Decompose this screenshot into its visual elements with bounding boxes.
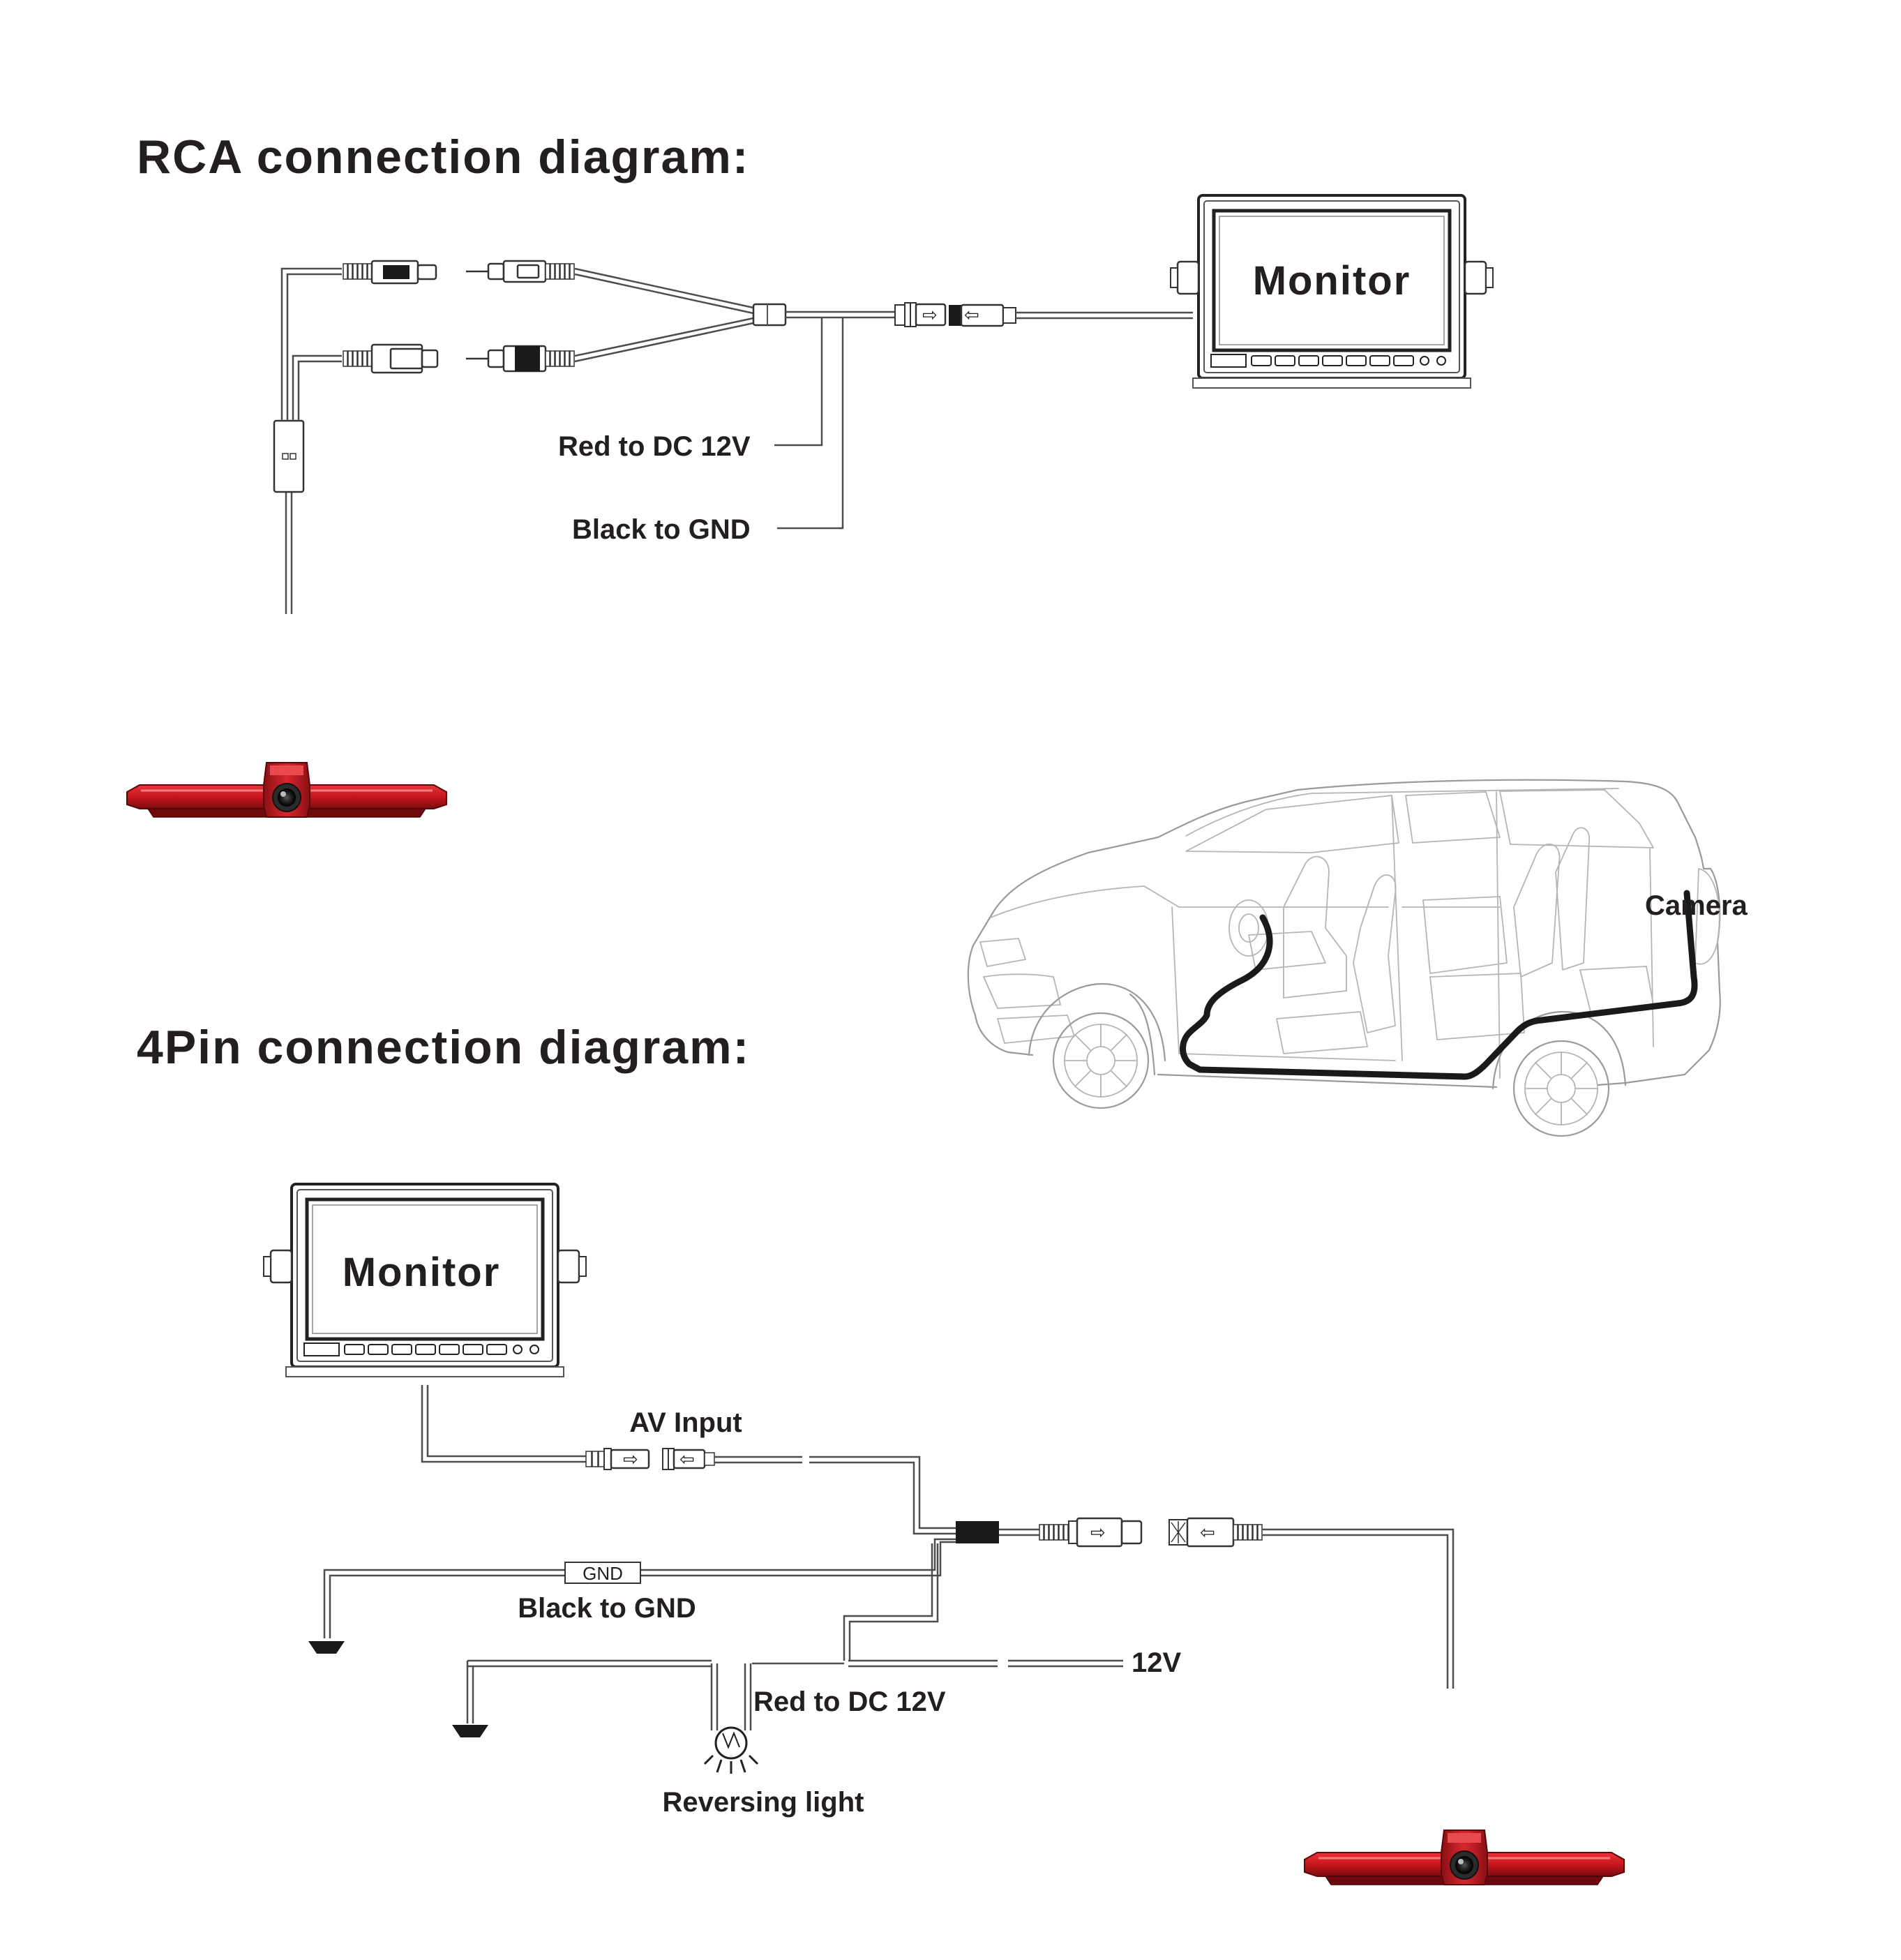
car-illustration: Camera xyxy=(967,779,1748,1137)
reversing-light-label: Reversing light xyxy=(663,1787,864,1818)
svg-text:⇨: ⇨ xyxy=(922,304,938,325)
svg-text:⇨: ⇨ xyxy=(1090,1522,1106,1543)
ground-symbol-2 xyxy=(452,1725,488,1737)
gnd-tag xyxy=(564,1562,641,1584)
svg-text:⇦: ⇦ xyxy=(964,304,979,325)
rca-female-connector-top xyxy=(343,260,437,285)
rca-red-label: Red to DC 12V xyxy=(558,431,751,462)
svg-text:⇦: ⇦ xyxy=(679,1449,695,1469)
rca-junction-box xyxy=(273,419,305,493)
av-input-label: AV Input xyxy=(629,1407,742,1438)
camera-brake-light-bottom xyxy=(1303,1829,1625,1886)
av-input-connector-female: ⇦ xyxy=(662,1448,715,1470)
fourpin-connector-female: ⇦ xyxy=(1169,1517,1263,1548)
camera-label: Camera xyxy=(1645,890,1748,921)
rca-heading: RCA connection diagram: xyxy=(137,130,749,184)
svg-text:⇨: ⇨ xyxy=(623,1449,638,1469)
camera-cable-route xyxy=(1180,890,1698,1080)
rca-male-connector-top xyxy=(466,260,575,283)
rca-wiring: ⇨ ⇦ Red to DC 12V Black to GND xyxy=(273,260,1193,614)
ground-symbol-1 xyxy=(308,1641,345,1654)
monitor-bottom: Monitor xyxy=(264,1184,586,1377)
monitor-top-label: Monitor xyxy=(1253,258,1411,304)
fourpin-black-label: Black to GND xyxy=(518,1593,696,1624)
fourpin-heading: 4Pin connection diagram: xyxy=(137,1021,750,1074)
rca-aviation-connector-female: ⇦ xyxy=(949,304,1016,327)
rca-female-connector-bottom xyxy=(343,343,439,374)
fourpin-connector-male: ⇨ xyxy=(1039,1517,1143,1548)
monitor-top: Monitor xyxy=(1171,195,1493,388)
rca-aviation-connector-male: ⇨ xyxy=(894,302,947,327)
fourpin-junction xyxy=(956,1521,999,1543)
fourpin-red-label: Red to DC 12V xyxy=(753,1686,946,1717)
camera-brake-light-top xyxy=(126,761,448,818)
rca-male-connector-bottom xyxy=(466,345,575,373)
svg-text:⇦: ⇦ xyxy=(1200,1522,1215,1543)
monitor-bottom-label: Monitor xyxy=(343,1250,501,1295)
v12-label: 12V xyxy=(1132,1647,1181,1678)
gnd-tag-text: GND xyxy=(583,1563,623,1584)
rca-y-splitter xyxy=(752,303,787,327)
av-input-connector-male: ⇨ xyxy=(585,1448,650,1470)
reversing-light-icon xyxy=(703,1726,759,1774)
rca-black-label: Black to GND xyxy=(572,514,751,545)
fourpin-wiring: ⇨ ⇦ AV Input GND Black to GND 12V Red to xyxy=(308,1385,1455,1818)
